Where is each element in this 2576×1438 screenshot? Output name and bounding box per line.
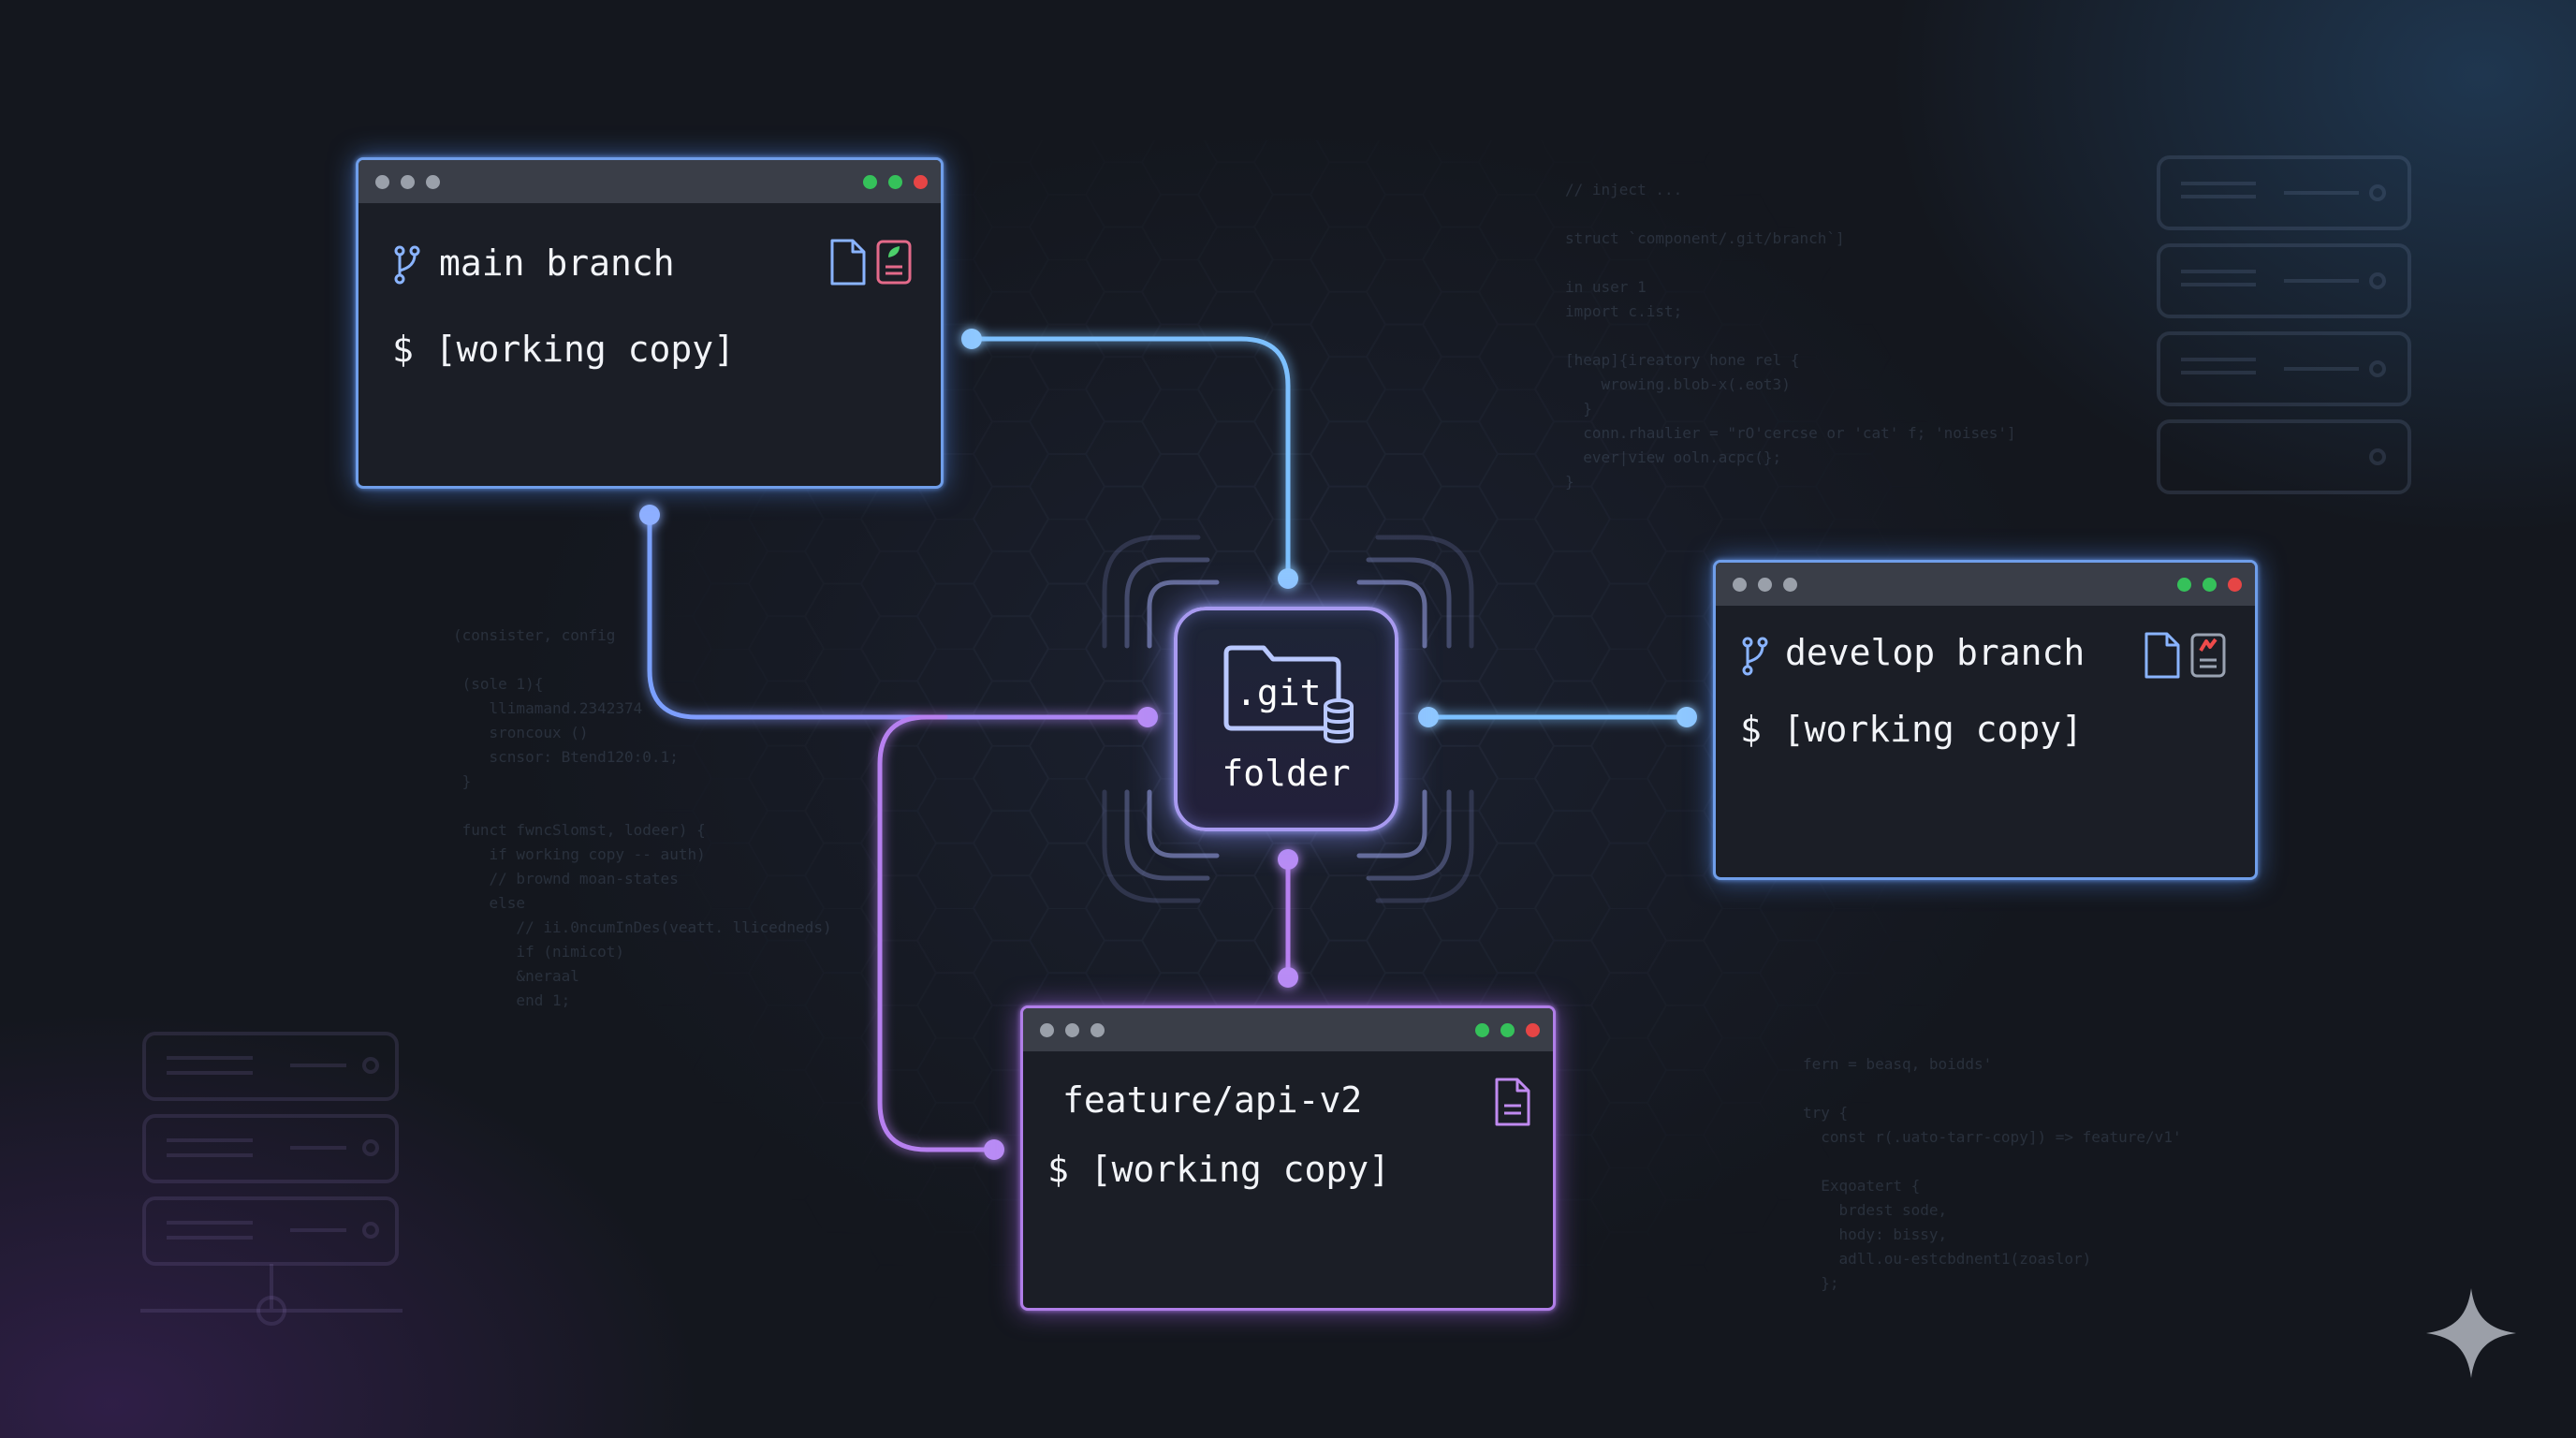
command-line: $ [working copy]	[1740, 709, 2084, 750]
background-code-text: (consister, config (sole 1){ llimamand.2…	[453, 626, 832, 1009]
window-controls[interactable]	[1475, 1023, 1540, 1037]
connector-dot	[639, 505, 660, 525]
window-controls[interactable]	[863, 175, 928, 189]
window-titlebar[interactable]	[1023, 1008, 1553, 1051]
sparkle-icon	[2426, 1288, 2516, 1378]
window-controls[interactable]	[2177, 578, 2242, 592]
terminal-main-branch[interactable]: main branch $ [working copy]	[356, 157, 944, 489]
background-code-text: // inject ... struct `component/.git/bra…	[1565, 181, 2016, 491]
terminal-feature-branch[interactable]: feature/api-v2 $ [working copy]	[1020, 1005, 1556, 1311]
note-leaf-icon[interactable]	[875, 239, 913, 286]
connector-dot	[1137, 707, 1158, 727]
branch-label: main branch	[439, 242, 675, 284]
file-icon[interactable]	[2141, 630, 2182, 681]
window-titlebar[interactable]	[1716, 563, 2255, 606]
window-menu-dots	[1040, 1023, 1105, 1037]
command-line: $ [working copy]	[1047, 1149, 1391, 1190]
branch-label: feature/api-v2	[1062, 1079, 1363, 1121]
note-alert-icon[interactable]	[2189, 632, 2227, 679]
connector-dot	[984, 1139, 1004, 1160]
file-lines-icon[interactable]	[1491, 1076, 1532, 1128]
git-folder-hub[interactable]: .git folder	[1174, 607, 1398, 831]
window-menu-dots	[375, 175, 440, 189]
hub-folder-label: folder	[1222, 753, 1351, 794]
command-line: $ [working copy]	[392, 329, 736, 370]
connector-dot	[961, 329, 982, 349]
hub-git-label: .git	[1236, 672, 1322, 713]
connector-dot	[1278, 849, 1298, 870]
hub-rings	[1102, 535, 1474, 903]
file-icon[interactable]	[827, 237, 868, 287]
link-hub-to-feature-side	[877, 714, 997, 1152]
window-menu-dots	[1733, 578, 1797, 592]
window-titlebar[interactable]	[359, 160, 941, 203]
connector-dot	[1676, 707, 1697, 727]
link-main-to-hub-left	[647, 512, 1150, 720]
connector-dot	[1418, 707, 1439, 727]
connector-dot	[1278, 967, 1298, 988]
server-rack-icon	[2157, 155, 2411, 494]
link-main-to-hub-top	[969, 336, 1291, 581]
git-branch-icon	[394, 245, 420, 285]
background-code-text: fern = beasq, boidds' try { const r(.uat…	[1803, 1055, 2182, 1292]
connector-dot	[1278, 568, 1298, 589]
git-branch-icon	[1742, 637, 1768, 676]
server-rack-icon	[140, 1032, 402, 1326]
folder-database-icon	[1223, 645, 1354, 743]
branch-label: develop branch	[1785, 632, 2086, 673]
terminal-develop-branch[interactable]: develop branch $ [working copy]	[1713, 560, 2258, 880]
